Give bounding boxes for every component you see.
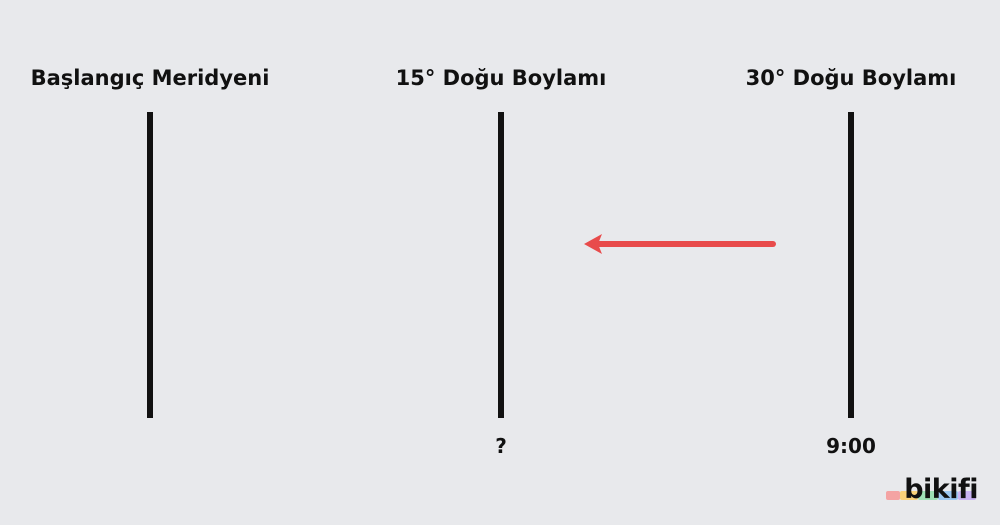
time-label-30-east: 9:00 <box>826 434 876 458</box>
meridian-label-prime: Başlangıç Meridyeni <box>30 66 270 90</box>
brand-stripe <box>938 491 958 500</box>
meridian-line-15-east <box>498 112 504 418</box>
brand-stripe <box>918 491 938 500</box>
brand-stripe <box>886 491 900 500</box>
meridian-line-30-east <box>848 112 854 418</box>
arrow-head <box>584 234 602 254</box>
time-label-15-east: ? <box>495 434 507 458</box>
brand-stripe <box>958 491 976 500</box>
meridian-line-prime <box>147 112 153 418</box>
brand-wordmark: bikifi <box>904 474 978 505</box>
brand-stripe <box>900 491 918 500</box>
meridian-label-15-east: 15° Doğu Boylamı <box>395 66 607 90</box>
meridian-label-30-east: 30° Doğu Boylamı <box>745 66 957 90</box>
brand-logo: bikifi <box>878 473 978 507</box>
